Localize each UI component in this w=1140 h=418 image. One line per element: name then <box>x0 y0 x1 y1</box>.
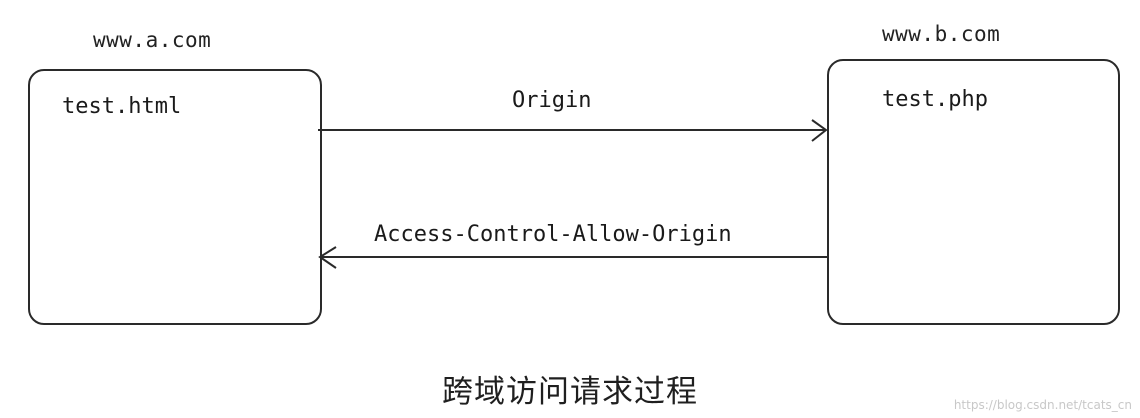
request-arrow-label: Origin <box>512 88 592 113</box>
server-domain-label: www.b.com <box>882 22 1001 46</box>
request-arrow <box>318 119 828 142</box>
client-file-label: test.html <box>62 94 182 119</box>
server-box <box>827 59 1120 325</box>
watermark: https://blog.csdn.net/tcats_cn <box>953 398 1132 412</box>
response-arrow <box>318 246 827 269</box>
client-domain-label: www.a.com <box>93 28 212 52</box>
server-file-label: test.php <box>882 87 988 112</box>
response-arrow-label: Access-Control-Allow-Origin <box>374 222 732 247</box>
client-box <box>28 69 322 325</box>
diagram-caption: 跨域访问请求过程 <box>442 374 698 410</box>
